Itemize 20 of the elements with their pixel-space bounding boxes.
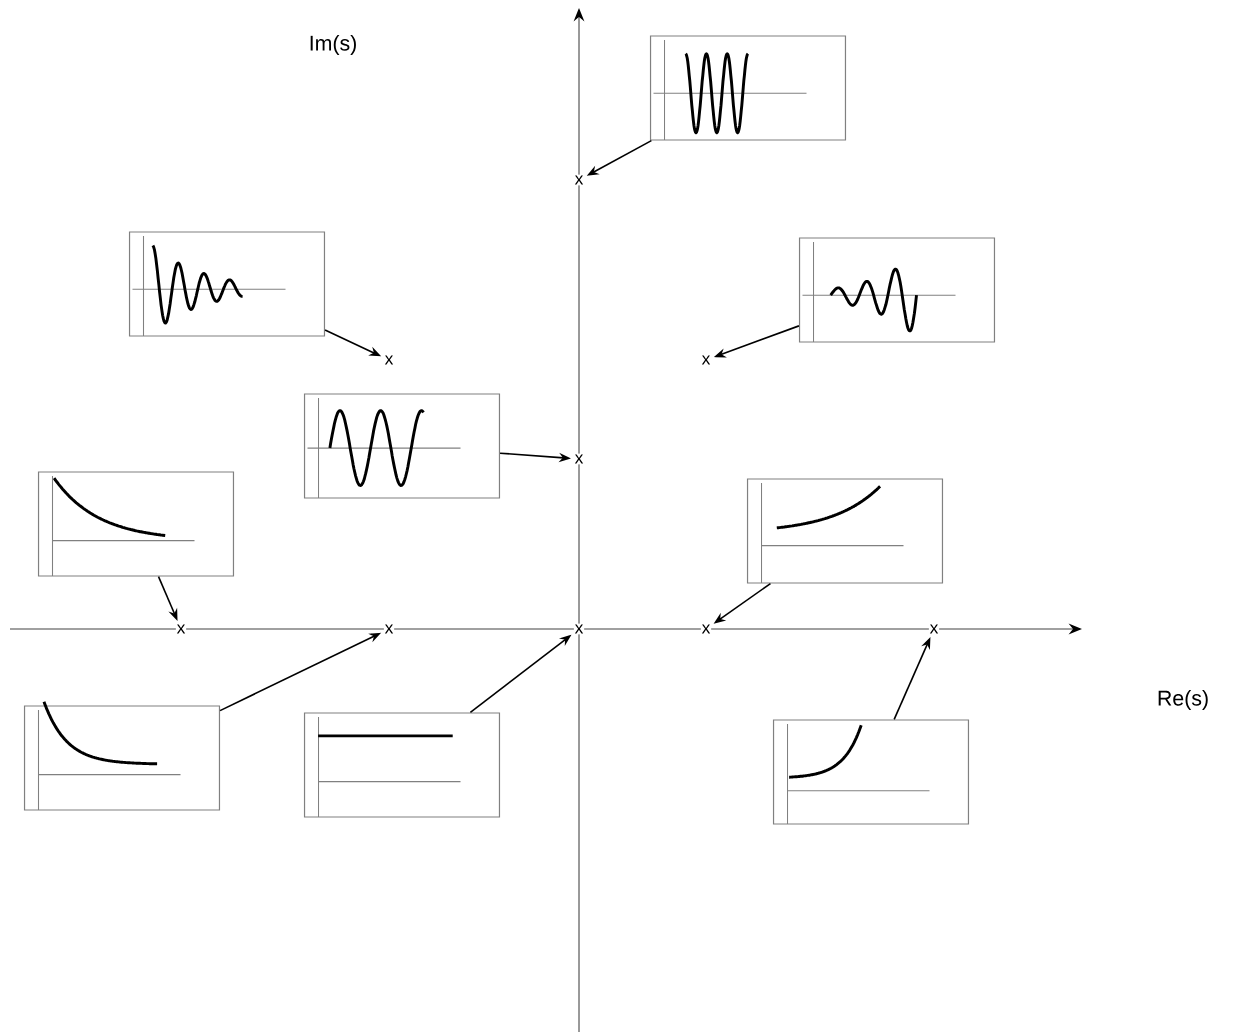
pole-mark: x	[928, 623, 940, 635]
response-plot	[128, 231, 326, 337]
response-plot	[37, 471, 235, 577]
response-plot	[23, 701, 221, 811]
response-plot	[798, 237, 996, 343]
axis-label: Im(s)	[310, 35, 356, 55]
pole-mark: x	[700, 354, 712, 366]
axis-label: Re(s)	[1158, 690, 1208, 710]
response-plot	[303, 393, 501, 499]
pole-mark: x	[383, 623, 395, 635]
response-plot	[772, 719, 970, 825]
pole-mark: x	[383, 354, 395, 366]
pole-mark: x	[700, 623, 712, 635]
pole-mark: x	[573, 453, 585, 465]
pole-mark: x	[573, 174, 585, 186]
response-plot	[746, 478, 944, 584]
response-plot	[303, 712, 501, 818]
response-plot	[649, 35, 847, 141]
pole-mark: x	[175, 623, 187, 635]
pole-mark: x	[573, 623, 585, 635]
